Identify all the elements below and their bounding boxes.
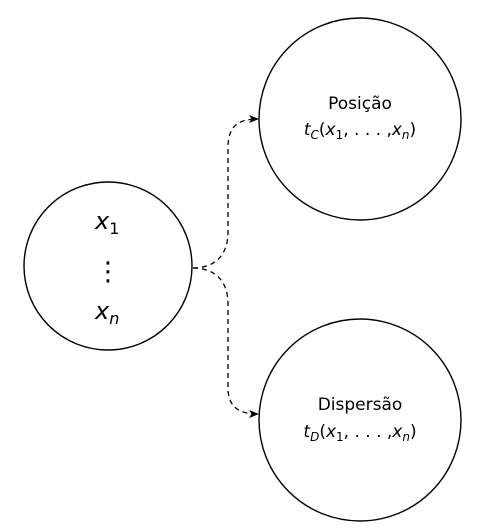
position-title: Posição [328, 94, 392, 114]
dispersion-formula: tD(x1, . . . ,xn) [303, 422, 416, 444]
input-last-variable: xn [94, 297, 119, 328]
input-vertical-ellipsis: ⋮ [95, 257, 121, 287]
position-node: Posição tC(x1, . . . ,xn) [258, 17, 462, 221]
input-node: x1 ⋮ xn [23, 181, 193, 351]
dispersion-node: Dispersão tD(x1, . . . ,xn) [258, 318, 462, 522]
connector-to-dispersion [192, 267, 259, 418]
dispersion-title: Dispersão [318, 395, 403, 415]
input-first-variable: x1 [94, 207, 119, 238]
connector-to-position [192, 115, 259, 269]
dispersion-node-circle [258, 318, 462, 522]
position-formula: tC(x1, . . . ,xn) [304, 120, 416, 142]
position-node-circle [258, 17, 462, 221]
input-node-circle [23, 181, 193, 351]
